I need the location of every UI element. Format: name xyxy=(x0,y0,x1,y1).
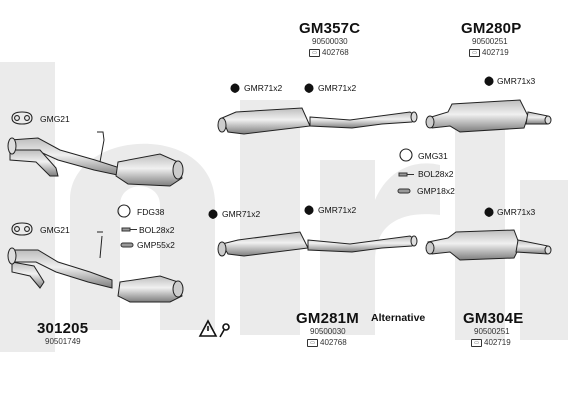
label-bol28x2: BOL28x2 xyxy=(418,169,454,179)
label-gmg21: GMG21 xyxy=(40,225,70,235)
rear-silencer-lower xyxy=(425,229,552,261)
reference-icon: ▭ xyxy=(309,48,320,57)
reference-icon: ▭ xyxy=(471,338,482,347)
clamp-icon xyxy=(304,205,314,215)
ring-gasket-icon xyxy=(117,204,131,218)
reference-number: ▭402719 xyxy=(469,48,509,57)
part-number: 90500251 xyxy=(472,37,508,46)
label-gmr71x2: GMR71x2 xyxy=(222,209,261,219)
spring-icon xyxy=(120,242,134,248)
reference-icon: ▭ xyxy=(307,338,318,347)
clamp-icon xyxy=(208,209,218,219)
assembly-code-gm280p: GM280P xyxy=(461,20,522,37)
bolt-icon xyxy=(121,227,137,232)
gasket-icon xyxy=(11,222,33,236)
clamp-icon xyxy=(304,83,314,93)
reference-number: ▭402768 xyxy=(307,338,347,347)
bolt-icon xyxy=(398,172,414,177)
clamp-icon xyxy=(230,83,240,93)
kit-code-301205: 301205 xyxy=(37,320,89,337)
assembly-code-gm304e: GM304E xyxy=(463,310,524,327)
assembly-code-gm281m: GM281M xyxy=(296,310,359,327)
alternative-label: Alternative xyxy=(371,312,426,324)
clamp-icon xyxy=(484,207,494,217)
label-fdg38: FDG38 xyxy=(137,207,165,217)
gasket-icon xyxy=(11,111,33,125)
label-gmr71x2: GMR71x2 xyxy=(318,205,357,215)
part-number: 90500251 xyxy=(474,327,510,336)
part-number: 90500030 xyxy=(310,327,346,336)
label-gmg31: GMG31 xyxy=(418,151,448,161)
rear-silencer-upper xyxy=(425,99,552,133)
front-pipe-upper xyxy=(7,131,184,187)
centre-silencer-upper xyxy=(217,107,418,135)
label-gmg21: GMG21 xyxy=(40,114,70,124)
spring-icon xyxy=(397,188,411,194)
clamp-icon xyxy=(484,76,494,86)
part-number: 90501749 xyxy=(45,337,81,346)
reference-number: ▭402719 xyxy=(471,338,511,347)
alternative-warning-icon xyxy=(198,319,230,338)
label-gmr71x3: GMR71x3 xyxy=(497,207,536,217)
ring-gasket-icon xyxy=(399,148,413,162)
centre-silencer-lower xyxy=(217,231,418,257)
part-number: 90500030 xyxy=(312,37,348,46)
label-gmr71x3: GMR71x3 xyxy=(497,76,536,86)
front-pipe-lower xyxy=(7,231,184,303)
label-gmp55x2: GMP55x2 xyxy=(137,240,175,250)
assembly-code-gm357c: GM357C xyxy=(299,20,361,37)
label-gmr71x2: GMR71x2 xyxy=(244,83,283,93)
label-gmp18x2: GMP18x2 xyxy=(417,186,455,196)
label-bol28x2: BOL28x2 xyxy=(139,225,175,235)
reference-icon: ▭ xyxy=(469,48,480,57)
label-gmr71x2: GMR71x2 xyxy=(318,83,357,93)
reference-number: ▭402768 xyxy=(309,48,349,57)
